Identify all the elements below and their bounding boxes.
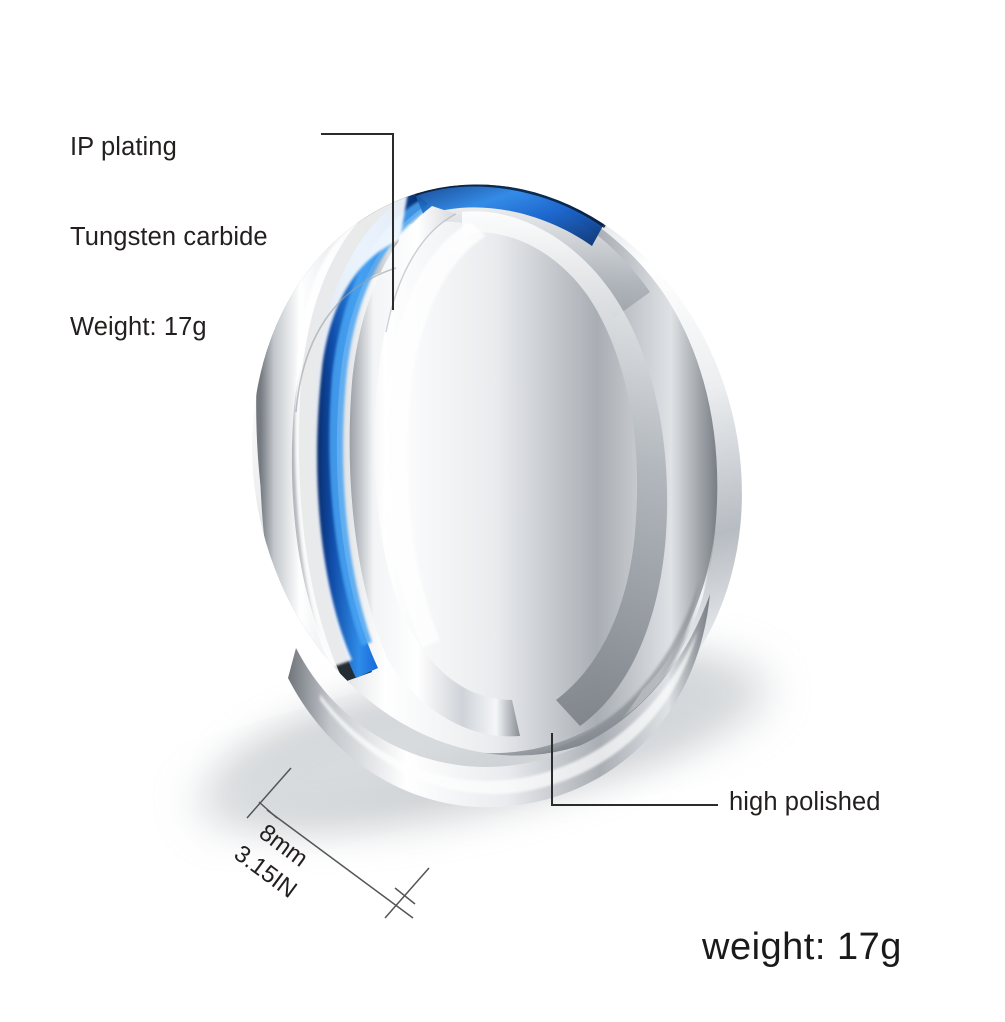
ring-body: CARBIDE: [252, 175, 742, 808]
material-line-plating: IP plating: [70, 133, 177, 161]
dimension-geometry: [246, 767, 430, 919]
weight-caption: weight: 17g: [702, 926, 902, 968]
material-leader-vertical: [392, 133, 394, 310]
material-line-weight: Weight: 17g: [70, 313, 207, 341]
finish-annotation: high polished: [729, 788, 881, 816]
material-line-alloy: Tungsten carbide: [70, 223, 268, 251]
ring-front-band: [256, 175, 718, 785]
material-annotation: IP plating Tungsten carbide Weight: 17g: [70, 72, 268, 402]
svg-text:CARBIDE: CARBIDE: [664, 499, 695, 569]
material-leader-horizontal: [321, 133, 394, 135]
inner-band-engraving: CARBIDE: [664, 499, 695, 569]
ring-bore: [405, 287, 675, 698]
polished-leader-horizontal: [551, 804, 718, 806]
blue-center-groove: [298, 175, 610, 682]
width-dimension-callout: 8mm 3.15IN: [229, 762, 443, 919]
polished-leader-vertical: [551, 733, 553, 805]
ring-far-rim: [620, 318, 717, 720]
